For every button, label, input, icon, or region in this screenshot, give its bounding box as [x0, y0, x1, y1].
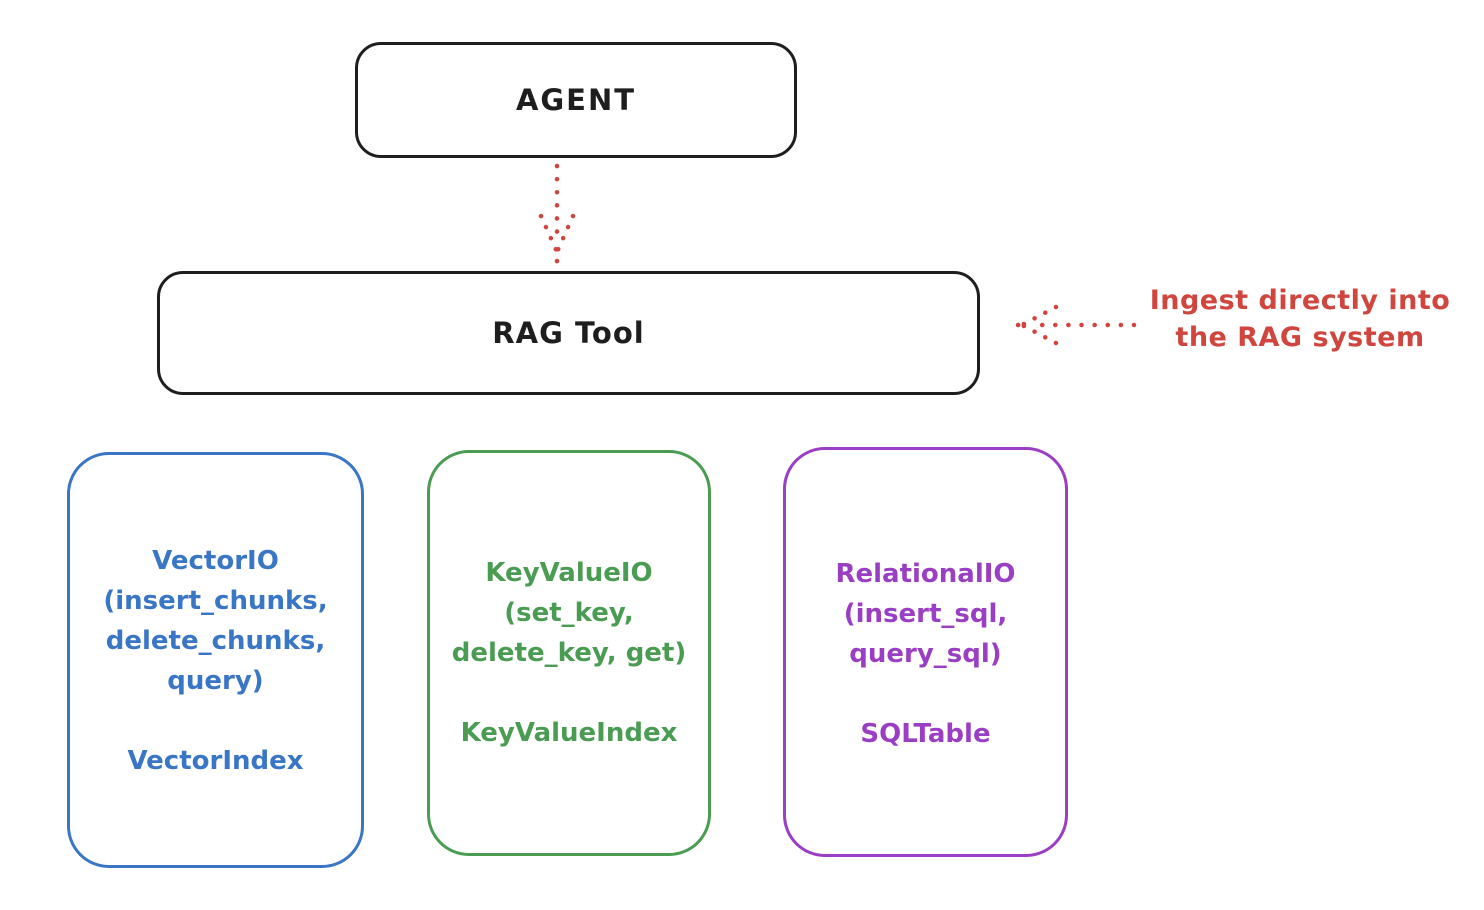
relational-io-title: RelationalIO	[835, 559, 1016, 589]
vector-io-methods-line3: query)	[167, 666, 264, 696]
keyvalue-io-methods-line2: delete_key, get)	[451, 638, 687, 668]
dotted-left-arrow-icon	[1015, 304, 1137, 346]
rag-tool-box: RAG Tool	[157, 271, 980, 395]
vector-io-methods-line2: delete_chunks,	[105, 626, 326, 656]
vector-io-methods-line1: (insert_chunks,	[103, 586, 328, 616]
keyvalue-io-title: KeyValueIO	[485, 558, 653, 588]
keyvalue-index-label: KeyValueIndex	[460, 718, 678, 748]
relational-io-methods-line1: (insert_sql,	[843, 599, 1008, 629]
rag-tool-label: RAG Tool	[492, 316, 645, 350]
vector-index-label: VectorIndex	[127, 746, 304, 776]
vector-io-card: VectorIO (insert_chunks, delete_chunks, …	[67, 452, 364, 868]
vector-io-title: VectorIO	[152, 546, 279, 576]
agent-label: AGENT	[515, 83, 637, 117]
spacer	[786, 674, 1065, 714]
keyvalue-io-card: KeyValueIO (set_key, delete_key, get) Ke…	[427, 450, 711, 856]
arrow-agent-to-ragtool	[535, 162, 579, 266]
arrow-annotation-to-ragtool	[1012, 298, 1140, 350]
spacer	[430, 673, 708, 713]
ingest-annotation: Ingest directly into the RAG system	[1128, 282, 1472, 356]
keyvalue-io-methods-line1: (set_key,	[504, 598, 634, 628]
ingest-annotation-line1: Ingest directly into	[1149, 285, 1451, 316]
relational-io-methods-line2: query_sql)	[849, 639, 1002, 669]
sql-table-label: SQLTable	[860, 719, 991, 749]
relational-io-card: RelationalIO (insert_sql, query_sql) SQL…	[783, 447, 1068, 857]
dotted-down-arrow-icon	[538, 163, 576, 264]
ingest-annotation-line2: the RAG system	[1175, 322, 1425, 353]
agent-box: AGENT	[355, 42, 797, 158]
spacer	[70, 701, 361, 741]
